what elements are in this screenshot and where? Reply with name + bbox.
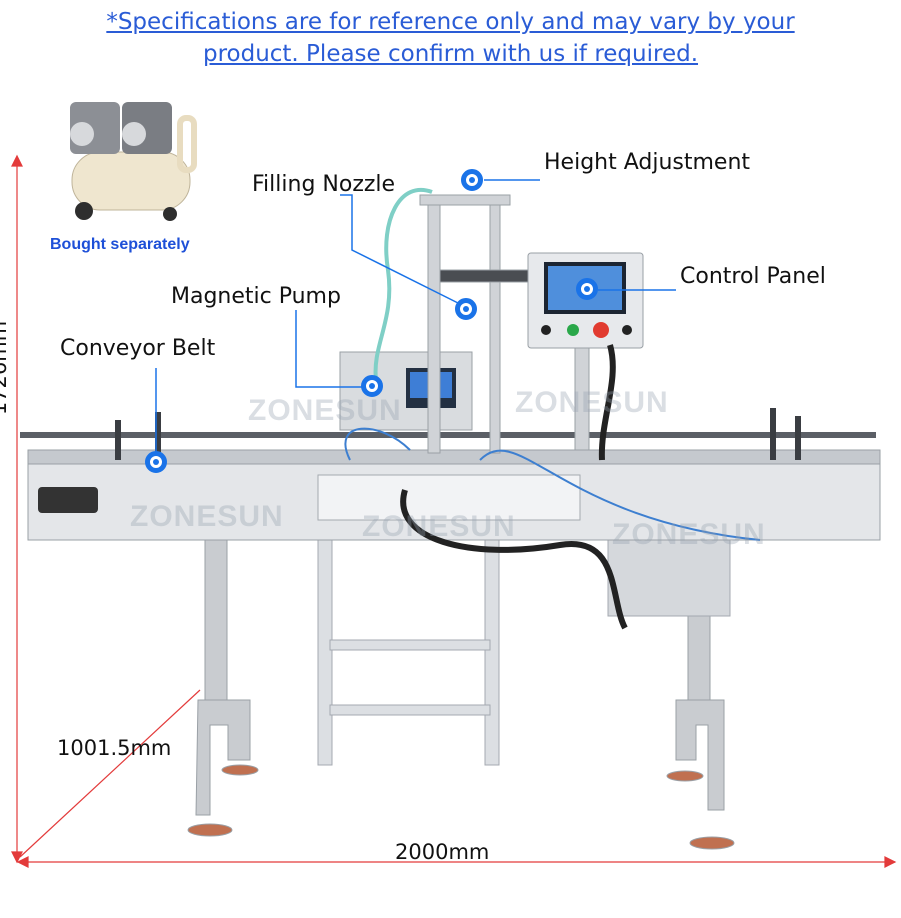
- watermark: ZONESUN: [130, 500, 284, 533]
- height-dimension: 1726mm: [0, 320, 12, 416]
- magnetic-pump-marker: [361, 375, 383, 397]
- notice-line-2: product. Please confirm with us if requi…: [202, 41, 699, 67]
- callout-filling-nozzle: Filling Nozzle: [252, 172, 396, 197]
- conveyor-belt-marker: [145, 451, 167, 473]
- width-dimension: 2000mm: [395, 840, 490, 864]
- bought-separately-label: Bought separately: [50, 236, 190, 253]
- height-adjustment-marker: [461, 169, 483, 191]
- electrical-box: [607, 539, 731, 617]
- specification-notice: *Specifications are for reference only a…: [0, 6, 901, 70]
- control-panel-marker: [576, 278, 598, 300]
- conveyor-body: [20, 432, 881, 541]
- watermark: ZONESUN: [248, 394, 402, 427]
- dimension-lines: [11, 154, 897, 868]
- watermark: ZONESUN: [515, 386, 669, 419]
- columns: [419, 194, 590, 454]
- callout-conveyor-belt: Conveyor Belt: [60, 336, 216, 361]
- power-cable: [598, 344, 616, 461]
- watermark: ZONESUN: [612, 518, 766, 551]
- filling-nozzle-marker: [455, 298, 477, 320]
- control-panel-unit: [527, 252, 644, 349]
- support-frame: [317, 539, 500, 766]
- callout-control-panel: Control Panel: [680, 264, 826, 289]
- signal-cable: [400, 489, 628, 630]
- callout-magnetic-pump: Magnetic Pump: [171, 284, 341, 309]
- watermark: ZONESUN: [362, 510, 516, 543]
- callout-height-adjustment: Height Adjustment: [544, 150, 751, 175]
- depth-dimension: 1001.5mm: [57, 736, 172, 760]
- guide-rails: [115, 408, 801, 460]
- notice-line-1: *Specifications are for reference only a…: [106, 9, 795, 35]
- air-compressor: [70, 102, 197, 221]
- callout-lines: [155, 179, 676, 456]
- fill-tubing: [373, 188, 433, 381]
